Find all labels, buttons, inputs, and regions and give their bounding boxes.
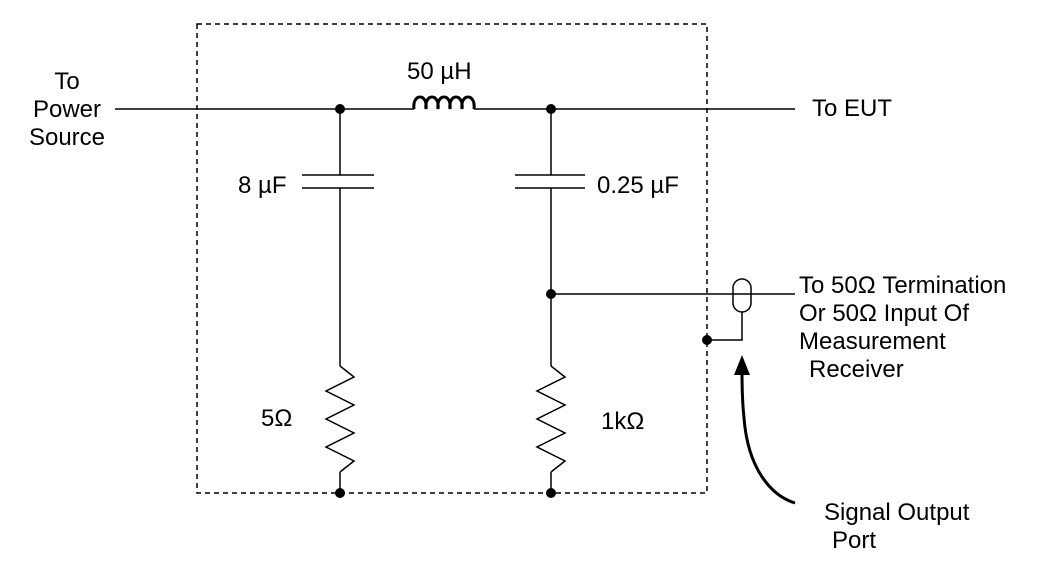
junction-dot-left-top [335,104,345,114]
coax-connector-symbol [732,278,752,313]
power-source-label: To Power Source [12,68,122,152]
resistor-5ohm-label: 5Ω [261,405,293,432]
termination-label: To 50Ω Termination Or 50Ω Input Of Measu… [799,272,1006,384]
wire-connector-shield [707,312,743,341]
capacitor-025uf-label: 0.25 µF [597,172,679,199]
power-source-line-2: Power [32,96,102,123]
power-source-line-1: To [54,68,80,95]
signal-output-line-1: Signal Output [824,499,970,526]
junction-dot-signal-tap [546,289,556,299]
inductor-coil [412,95,476,110]
capacitor-8uf-label: 8 µF [238,172,287,199]
termination-line-3: Measurement [799,328,946,355]
signal-output-line-2: Port [832,527,877,554]
junction-dot-shield [702,335,712,345]
termination-line-2: Or 50Ω Input Of [799,300,970,327]
eut-label: To EUT [812,95,893,122]
junction-dot-left-bottom [335,488,345,498]
arrowhead [734,355,750,375]
inductor-label: 50 µH [407,58,472,85]
junction-dot-right-top [546,104,556,114]
signal-output-pointer-arrow [740,371,796,505]
lisn-enclosure-box [196,23,708,494]
signal-output-port-label: Signal Output Port [824,499,969,555]
power-source-line-3: Source [28,124,106,151]
termination-line-1: To 50Ω Termination [799,272,1007,299]
junction-dot-right-bottom [546,488,556,498]
resistor-5ohm [324,365,356,473]
resistor-1kohm [535,365,567,473]
resistor-1kohm-label: 1kΩ [601,408,645,435]
termination-line-4: Receiver [809,356,904,383]
